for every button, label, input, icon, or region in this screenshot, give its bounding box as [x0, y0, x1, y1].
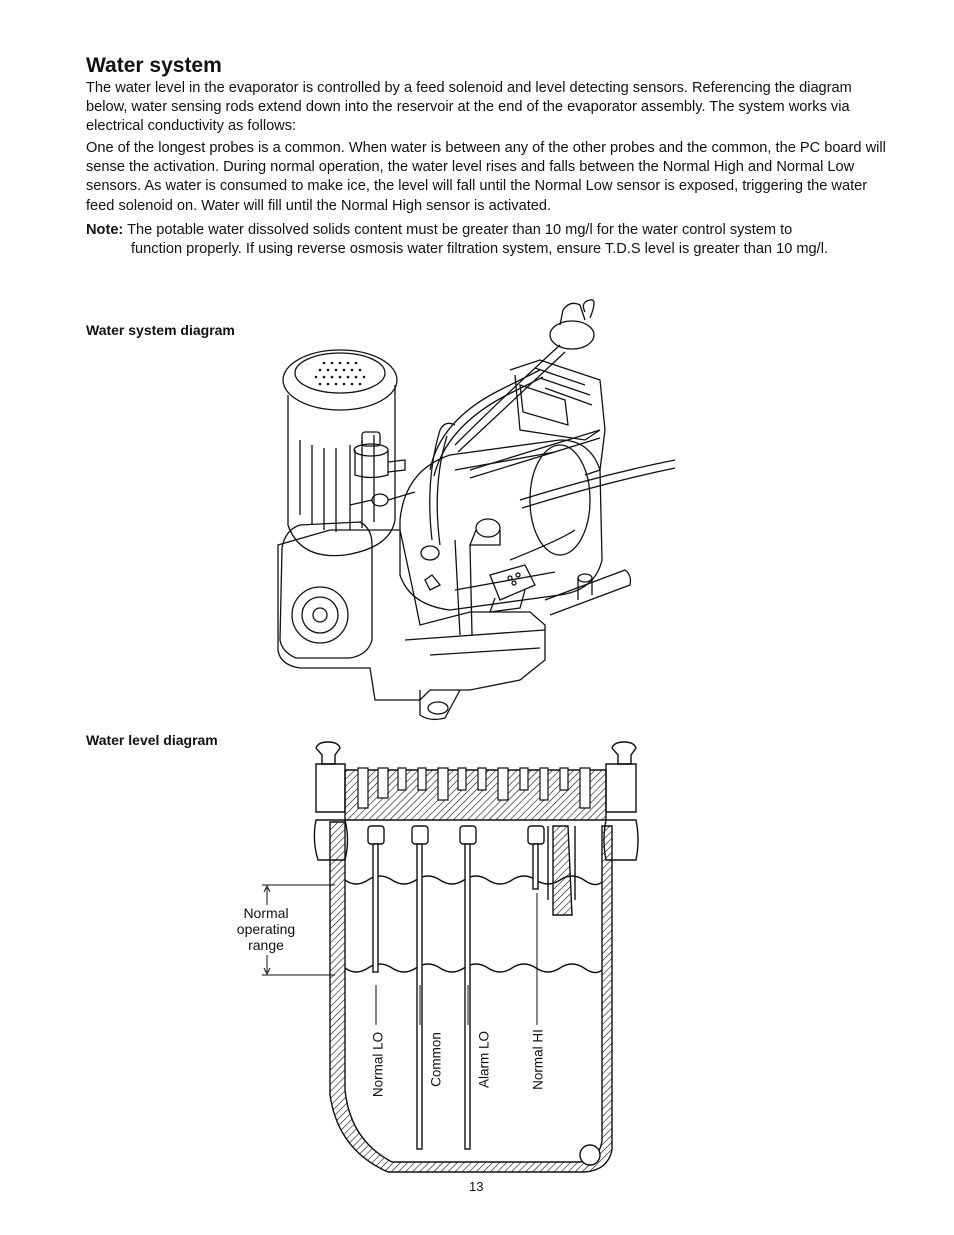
range-label: Normal operating range: [225, 905, 307, 953]
note-block: Note: The potable water dissolved solids…: [86, 221, 886, 259]
page-number: 13: [469, 1179, 484, 1194]
operation-paragraph: One of the longest probes is a common. W…: [86, 140, 886, 214]
range-label-line1: Normal: [243, 905, 289, 921]
note-label: Note:: [86, 222, 124, 238]
water-level-diagram-caption: Water level diagram: [86, 732, 218, 748]
probe-label-alarm-lo: Alarm LO: [476, 1031, 492, 1089]
note-text-line2: function properly. If using reverse osmo…: [131, 241, 829, 258]
probe-label-common: Common: [428, 1032, 444, 1087]
water-system-diagram-caption: Water system diagram: [86, 322, 235, 338]
range-label-line2: operating: [236, 921, 296, 937]
range-label-line3: range: [248, 937, 284, 953]
page-title: Water system: [86, 54, 222, 77]
probe-label-normal-lo: Normal LO: [370, 1031, 386, 1098]
probe-label-normal-hi: Normal HI: [530, 1029, 546, 1090]
intro-paragraph: The water level in the evaporator is con…: [86, 80, 852, 135]
note-text-line1: The potable water dissolved solids conte…: [127, 222, 793, 238]
